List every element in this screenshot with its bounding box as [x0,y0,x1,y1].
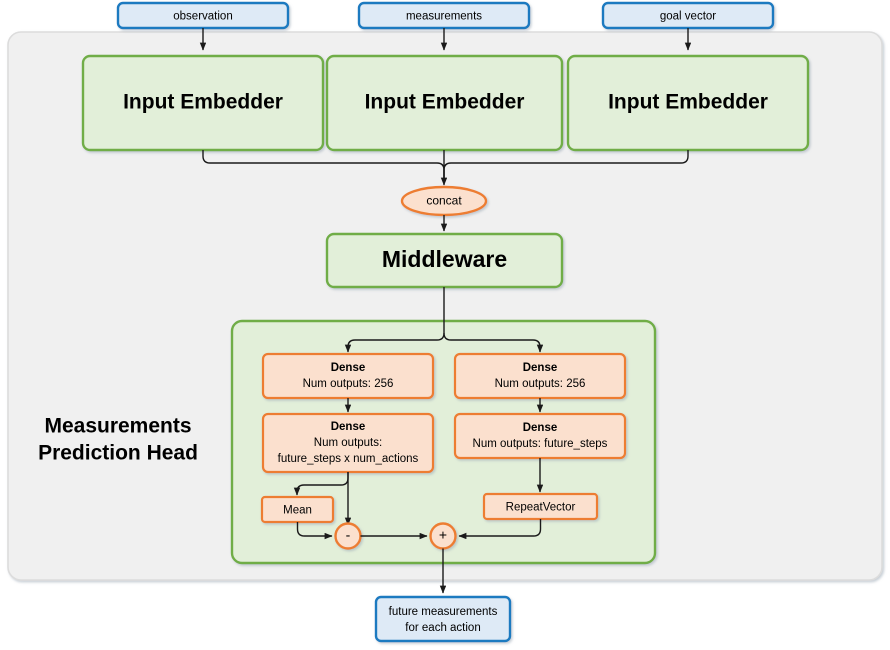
output-box[interactable]: future measurements for each action [374,595,512,643]
concat-node-label: concat [426,194,462,208]
concat-node[interactable]: concat [400,185,488,217]
right-dense-256-title: Dense [523,362,558,374]
input-embedder-observation-label: Input Embedder [123,91,283,114]
input-embedder-goal-vector[interactable]: Input Embedder [566,54,810,152]
output-box-shape [374,595,512,643]
edge-middleware-to-left-dense [344,332,445,353]
right-dense-256-shape [453,352,627,400]
left-dense-256[interactable]: Dense Num outputs: 256 [261,352,435,400]
minus-operator-label: - [346,527,351,543]
input-embedder-measurements[interactable]: Input Embedder [325,54,564,152]
right-dense-future-steps[interactable]: Dense Num outputs: future_steps [453,412,627,460]
plus-operator[interactable]: + [429,522,457,550]
left-dense-256-title: Dense [331,362,366,374]
input-box-goal-vector[interactable]: goal vector [601,1,775,30]
edge-middleware-to-right-dense [443,332,544,353]
edge-repeatvector-to-plus [458,519,542,540]
mean-node[interactable]: Mean [260,495,335,524]
output-box-label-line2: for each action [405,622,480,634]
measurements-prediction-head-label-line1: Measurements [44,415,191,438]
middleware-node[interactable]: Middleware [325,232,564,289]
edge-mean-to-minus [296,522,333,540]
left-dense-future-steps-num-actions-outputs: Num outputs: [314,437,382,449]
minus-operator[interactable]: - [334,522,362,550]
middleware-node-label: Middleware [382,246,507,272]
repeat-vector-node[interactable]: RepeatVector [482,492,599,521]
input-embedder-measurements-label: Input Embedder [365,91,525,114]
right-dense-future-steps-shape [453,412,627,460]
right-dense-future-steps-outputs: Num outputs: future_steps [473,438,608,450]
input-box-goal-vector-label: goal vector [660,11,716,23]
input-box-measurements[interactable]: measurements [357,1,531,30]
right-dense-future-steps-title: Dense [523,422,558,434]
left-dense-future-steps-num-actions-title: Dense [331,421,366,433]
input-box-measurements-label: measurements [406,11,482,23]
right-dense-256[interactable]: Dense Num outputs: 256 [453,352,627,400]
output-box-label-line1: future measurements [389,606,498,618]
outer-container [7,31,883,581]
left-dense-future-steps-num-actions[interactable]: Dense Num outputs: future_steps x num_ac… [261,412,435,474]
left-dense-256-shape [261,352,435,400]
measurements-prediction-head-label-line2: Prediction Head [38,442,198,465]
input-embedder-observation[interactable]: Input Embedder [81,54,325,152]
repeat-vector-node-label: RepeatVector [506,502,576,514]
right-dense-256-outputs: Num outputs: 256 [495,378,586,390]
mean-node-label: Mean [283,505,312,517]
left-dense-256-outputs: Num outputs: 256 [303,378,394,390]
input-box-observation[interactable]: observation [116,1,290,30]
input-embedder-goal-vector-label: Input Embedder [608,91,768,114]
left-dense-future-steps-num-actions-shape-expr: future_steps x num_actions [278,453,419,465]
input-box-observation-label: observation [173,11,232,23]
plus-operator-label: + [439,527,447,543]
